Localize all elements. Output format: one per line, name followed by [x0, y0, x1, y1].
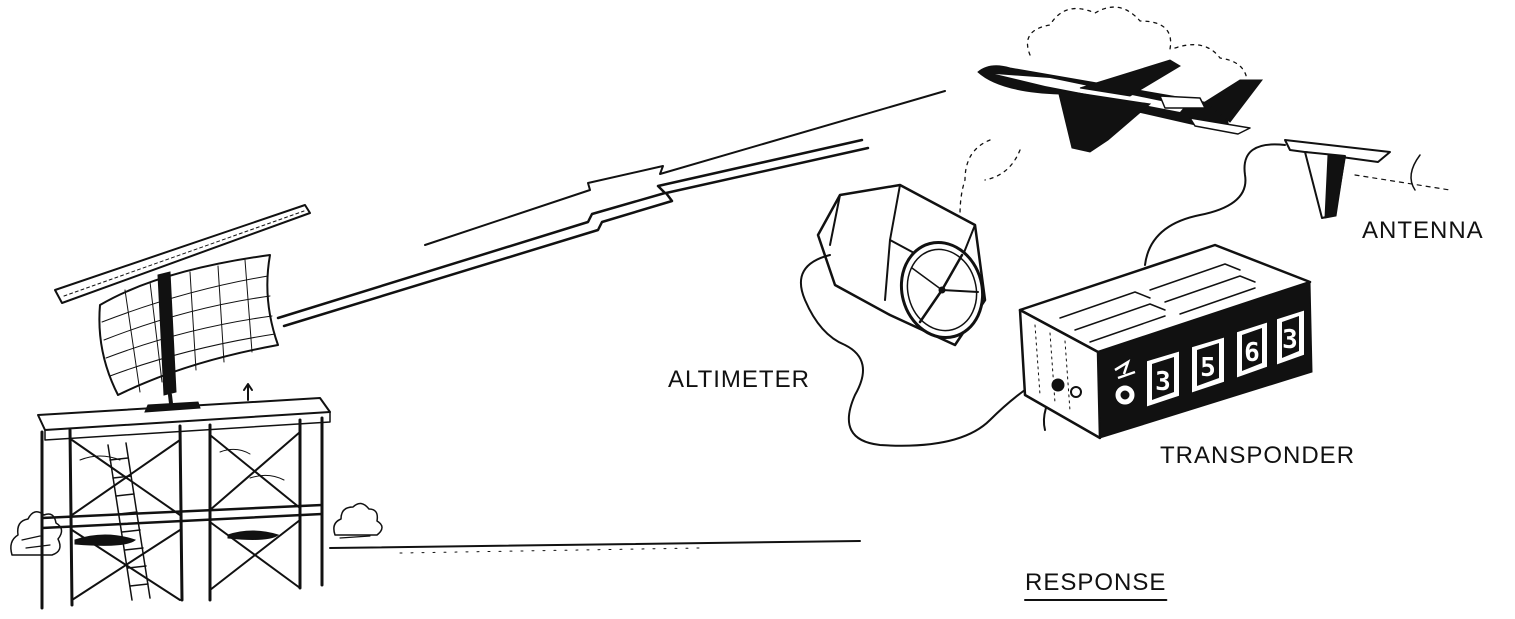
transponder-unit: 3 5 6 3 — [1018, 243, 1313, 440]
transponder-digit-windows: 3 5 6 3 — [1147, 310, 1304, 407]
altimeter-unit — [816, 183, 987, 347]
label-altimeter: ALTIMETER — [668, 366, 810, 393]
transponder-digit-1-text: 3 — [1155, 367, 1171, 397]
transponder-digit-3-text: 6 — [1244, 338, 1260, 368]
aircraft-tail — [1204, 79, 1264, 123]
label-response: RESPONSE — [1025, 569, 1166, 596]
radar-reflector — [98, 254, 279, 396]
transponder-digit-1: 3 — [1147, 351, 1179, 407]
label-response-group: RESPONSE — [1024, 569, 1168, 601]
transponder-digit-2: 5 — [1192, 337, 1224, 393]
ground-line — [329, 540, 861, 554]
transponder-digit-4-text: 3 — [1282, 325, 1298, 355]
aircraft-wing — [1057, 89, 1152, 153]
transponder-digit-3: 6 — [1237, 322, 1267, 378]
signal-beam — [276, 90, 946, 328]
aircraft — [977, 59, 1264, 153]
altimeter-cable — [800, 254, 1041, 447]
bush-left — [10, 511, 63, 556]
tower-ladder — [107, 442, 151, 601]
aircraft-antenna — [1284, 139, 1451, 219]
label-antenna: ANTENNA — [1362, 217, 1484, 244]
antenna-cable — [1144, 143, 1286, 266]
radar-site — [10, 204, 383, 610]
transponder-digit-4: 3 — [1277, 310, 1304, 365]
transponder-connector — [1051, 378, 1065, 392]
transponder-digit-2-text: 5 — [1200, 353, 1216, 383]
label-transponder: TRANSPONDER — [1160, 442, 1355, 469]
bush-right — [333, 502, 383, 536]
